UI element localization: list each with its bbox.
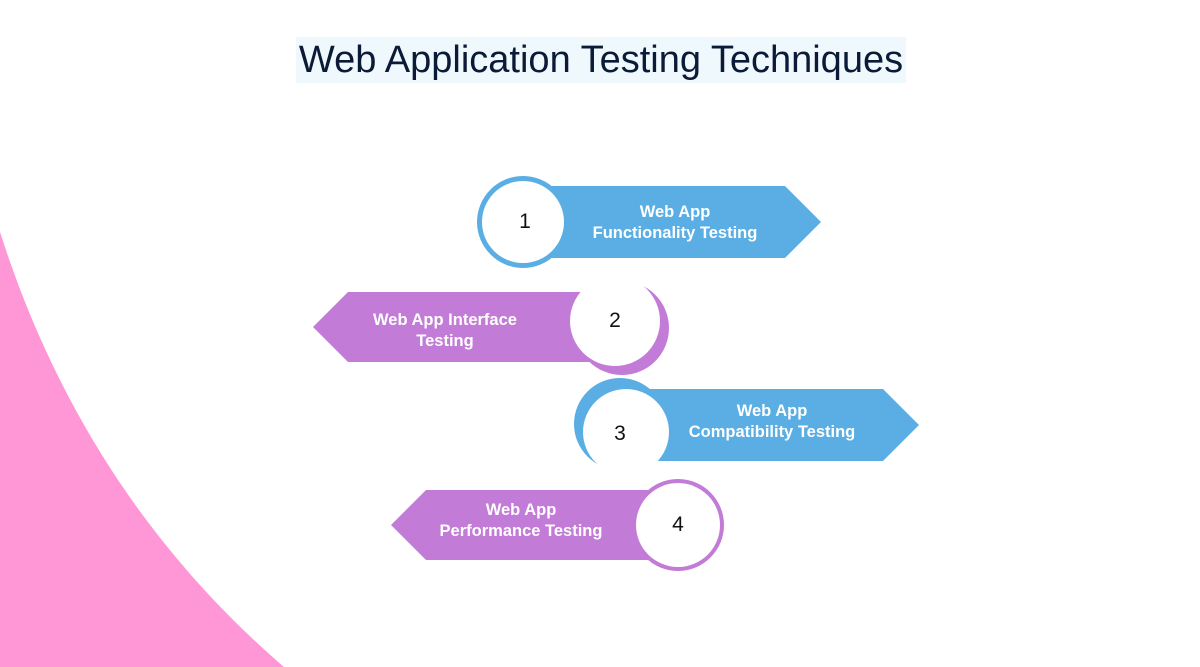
step-3-label: Web App Compatibility Testing <box>667 399 877 445</box>
step-1-shape <box>477 176 821 268</box>
step-1-number: 1 <box>519 210 531 233</box>
step-4-circle <box>636 483 720 567</box>
step-4-label-line2: Performance Testing <box>439 522 603 540</box>
step-3-arrow <box>625 389 919 461</box>
step-2-number: 2 <box>609 309 621 332</box>
step-3-label-line1: Web App <box>736 402 808 420</box>
step-1-label-line1: Web App <box>639 203 711 221</box>
step-1-label-line2: Functionality Testing <box>592 224 758 242</box>
step-3-number: 3 <box>614 422 626 445</box>
step-3-shape <box>574 378 919 475</box>
step-1-circle <box>482 181 564 263</box>
step-4-shape <box>391 479 724 571</box>
step-3-circle <box>583 389 669 475</box>
step-4-number: 4 <box>672 513 684 536</box>
step-2-label-line2: Testing <box>416 332 474 350</box>
step-1-arrow <box>530 186 821 258</box>
page-title: Web Application Testing Techniques <box>296 37 906 83</box>
step-3-label-line2: Compatibility Testing <box>688 423 856 441</box>
step-4-label-line1: Web App <box>485 501 557 519</box>
step-4-arrow <box>391 490 680 560</box>
step-2-circle <box>570 276 660 366</box>
step-2-shape <box>313 276 669 375</box>
step-2-label-line1: Web App Interface <box>373 311 517 329</box>
step-1-label: Web App Functionality Testing <box>570 200 780 246</box>
step-2-label: Web App Interface Testing <box>340 308 550 354</box>
step-2-arrow <box>313 292 620 362</box>
step-4-label: Web App Performance Testing <box>416 498 626 544</box>
